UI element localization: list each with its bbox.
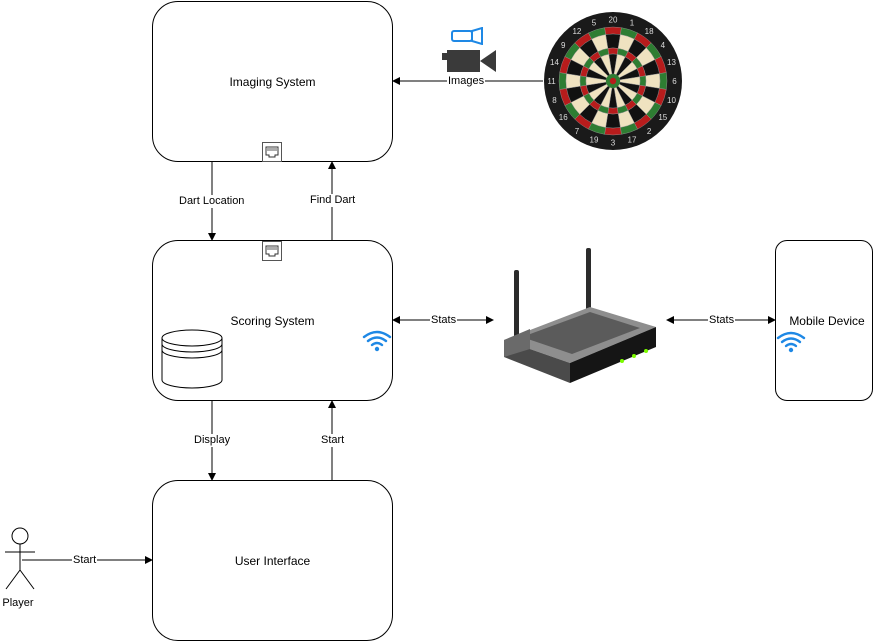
player-start-edge-label: Start bbox=[72, 554, 98, 567]
dartboard-number: 12 bbox=[572, 27, 581, 36]
player-actor-icon bbox=[5, 527, 35, 590]
dartboard-number: 16 bbox=[559, 113, 568, 122]
dartboard-segment bbox=[607, 107, 619, 115]
start-edge-label: Start bbox=[320, 434, 346, 447]
dartboard-number: 19 bbox=[590, 136, 599, 145]
display-edge-label: Display bbox=[193, 434, 232, 447]
ethernet-port-icon bbox=[262, 142, 282, 162]
dartboard-segment bbox=[659, 72, 668, 90]
user-interface-box[interactable]: User Interface bbox=[152, 480, 393, 641]
dartboard-number: 17 bbox=[628, 136, 637, 145]
dartboard-number: 13 bbox=[667, 58, 676, 67]
stats-edge-label-right: Stats bbox=[708, 314, 736, 327]
dartboard-number: 18 bbox=[645, 27, 654, 36]
database-icon bbox=[161, 329, 223, 389]
find-dart-edge-label: Find Dart bbox=[309, 194, 357, 207]
dartboard-segment bbox=[639, 75, 647, 87]
dartboard-segment bbox=[558, 72, 567, 90]
flashlight-icon bbox=[451, 27, 483, 45]
dartboard-segment bbox=[645, 73, 661, 89]
dartboard-segment bbox=[565, 73, 581, 89]
dartboard-number: 5 bbox=[592, 19, 597, 28]
dartboard-segment bbox=[604, 127, 622, 136]
dartboard-segment bbox=[607, 47, 619, 55]
dartboard-number: 14 bbox=[550, 58, 559, 67]
dartboard-number: 11 bbox=[547, 77, 556, 86]
dartboard-number: 3 bbox=[611, 139, 616, 148]
imaging-system-box[interactable]: Imaging System bbox=[152, 1, 393, 162]
dartboard-number: 2 bbox=[647, 127, 652, 136]
dartboard-segment bbox=[605, 33, 621, 49]
dartboard-number: 8 bbox=[552, 96, 557, 105]
dartboard-number: 15 bbox=[658, 113, 667, 122]
dartboard-bullseye bbox=[609, 77, 617, 85]
images-edge-label: Images bbox=[447, 75, 486, 88]
dartboard-number: 4 bbox=[661, 41, 666, 50]
dart-location-edge-label: Dart Location bbox=[178, 195, 246, 208]
player-label: Player bbox=[2, 597, 34, 609]
wifi-icon bbox=[362, 330, 392, 352]
dartboard-number: 6 bbox=[672, 77, 677, 86]
ethernet-port-icon bbox=[262, 241, 282, 261]
dartboard-number: 10 bbox=[667, 96, 676, 105]
camera-icon bbox=[442, 50, 496, 72]
scoring-system-label: Scoring System bbox=[230, 314, 315, 328]
dartboard-segment bbox=[604, 26, 622, 35]
dartboard-number: 7 bbox=[575, 127, 580, 136]
user-interface-label: User Interface bbox=[234, 554, 311, 568]
stats-edge-label-left: Stats bbox=[430, 314, 458, 327]
imaging-system-label: Imaging System bbox=[229, 75, 316, 89]
dartboard-segment bbox=[579, 75, 587, 87]
dartboard-number: 1 bbox=[630, 19, 635, 28]
mobile-device-label: Mobile Device bbox=[789, 314, 865, 328]
mobile-device-box[interactable]: Mobile Device bbox=[775, 240, 873, 401]
router-icon bbox=[504, 248, 656, 383]
dartboard-number: 9 bbox=[561, 41, 566, 50]
dartboard-number: 20 bbox=[609, 16, 618, 25]
wifi-icon bbox=[776, 331, 806, 353]
dartboard-segment bbox=[605, 113, 621, 129]
